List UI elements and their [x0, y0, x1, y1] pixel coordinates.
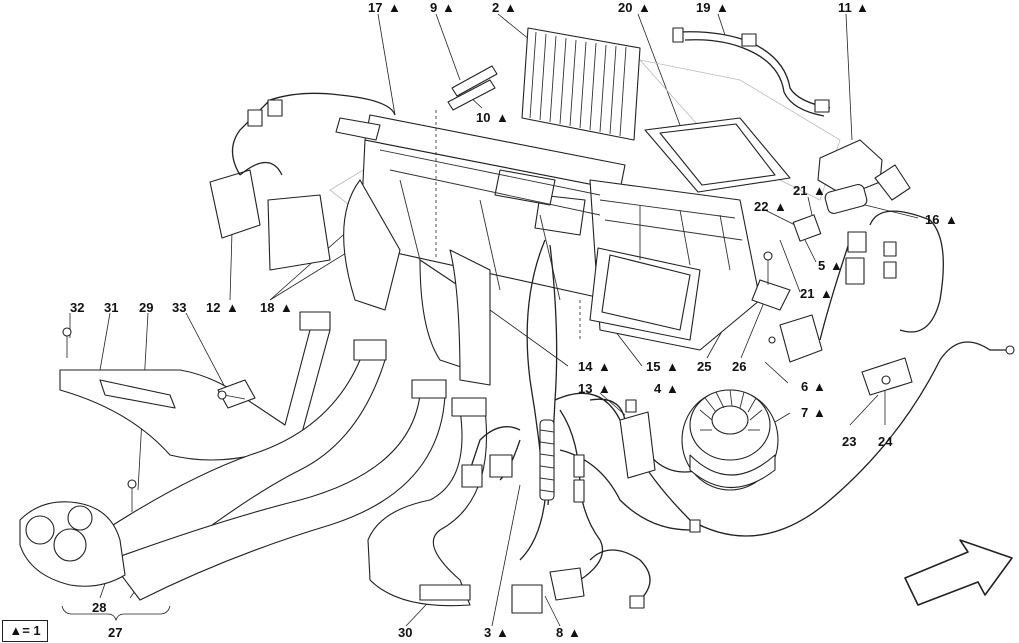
- direction-arrow-icon: [904, 539, 1013, 606]
- triangle-icon: ▲: [813, 379, 826, 394]
- label-11: 11: [838, 0, 852, 15]
- label-33: 33: [172, 300, 186, 315]
- label-10: 10: [476, 110, 490, 125]
- triangle-icon: ▲: [813, 405, 826, 420]
- mounting-bracket: [751, 251, 791, 311]
- relay: [511, 567, 585, 614]
- part-labels: 17 ▲ 9 ▲ 2 ▲ 20 ▲ 19 ▲ 11 ▲ 10 ▲ 21 ▲ 22…: [70, 0, 958, 640]
- label-4: 4: [654, 381, 662, 396]
- label-29: 29: [139, 300, 153, 315]
- triangle-icon: ▲: [280, 300, 293, 315]
- label-6: 6: [801, 379, 808, 394]
- triangle-icon: ▲: [716, 0, 729, 15]
- triangle-icon: ▲: [496, 110, 509, 125]
- label-9: 9: [430, 0, 437, 15]
- label-20: 20: [618, 0, 632, 15]
- triangle-icon: ▲: [442, 0, 455, 15]
- triangle-icon: ▲: [226, 300, 239, 315]
- harness-sleeve: [539, 419, 555, 501]
- triangle-icon: ▲: [813, 183, 826, 198]
- triangle-icon: ▲: [945, 212, 958, 227]
- control-module: [619, 399, 656, 479]
- air-ducts: [19, 311, 488, 607]
- label-14: 14: [578, 359, 593, 374]
- triangle-icon: ▲: [856, 0, 869, 15]
- triangle-icon: ▲: [666, 359, 679, 374]
- triangle-icon: ▲: [504, 0, 517, 15]
- triangle-icon: ▲: [666, 381, 679, 396]
- label-7: 7: [801, 405, 808, 420]
- triangle-icon: ▲: [598, 381, 611, 396]
- seal-frame: [644, 117, 791, 193]
- label-25: 25: [697, 359, 711, 374]
- blower-bracket: [861, 357, 913, 396]
- label-18: 18: [260, 300, 274, 315]
- valve-cover: [817, 139, 911, 201]
- label-23: 23: [842, 434, 856, 449]
- label-31: 31: [104, 300, 118, 315]
- triangle-icon: ▲: [568, 625, 581, 640]
- flap-actuator: [209, 92, 396, 271]
- triangle-icon: ▲: [830, 258, 843, 273]
- label-32: 32: [70, 300, 84, 315]
- blower-motor: [681, 389, 779, 491]
- pollen-filter: [521, 27, 641, 141]
- label-28: 28: [92, 600, 106, 615]
- blower-resistor: [768, 314, 823, 363]
- label-19: 19: [696, 0, 710, 15]
- triangle-icon: ▲: [820, 286, 833, 301]
- label-27: 27: [108, 625, 122, 640]
- expansion-valve: [792, 183, 868, 242]
- label-26: 26: [732, 359, 746, 374]
- label-2: 2: [492, 0, 499, 15]
- triangle-icon: ▲: [496, 625, 509, 640]
- refrigerant-pipes: [672, 27, 831, 117]
- label-17: 17: [368, 0, 382, 15]
- label-24: 24: [878, 434, 893, 449]
- label-16: 16: [925, 212, 939, 227]
- label-21-bottom: 21: [800, 286, 814, 301]
- heater-unit-housing: [335, 110, 761, 386]
- label-30: 30: [398, 625, 412, 640]
- label-15: 15: [646, 359, 660, 374]
- label-12: 12: [206, 300, 220, 315]
- drain-tubes: [447, 65, 498, 111]
- label-8: 8: [556, 625, 563, 640]
- triangle-icon: ▲: [774, 199, 787, 214]
- label-21-top: 21: [793, 183, 807, 198]
- connectors: [461, 231, 1015, 609]
- label-3: 3: [484, 625, 491, 640]
- triangle-icon: ▲: [388, 0, 401, 15]
- screws: [62, 327, 246, 512]
- triangle-icon: ▲: [638, 0, 651, 15]
- legend-box: ▲= 1: [2, 620, 48, 642]
- triangle-icon: ▲: [598, 359, 611, 374]
- label-22: 22: [754, 199, 768, 214]
- label-5: 5: [818, 258, 825, 273]
- label-13: 13: [578, 381, 592, 396]
